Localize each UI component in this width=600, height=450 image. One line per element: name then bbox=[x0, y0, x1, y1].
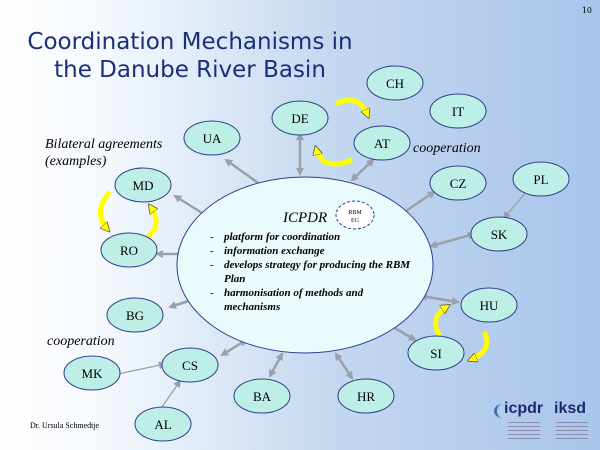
organisation-logos: icpdr iksd bbox=[494, 400, 594, 444]
icpdr-function-item: platform for coordination bbox=[210, 230, 415, 244]
arrow-hu-icpdr bbox=[419, 293, 460, 305]
author-credit: Dr. Ursula Schmedtje bbox=[30, 421, 100, 430]
node-pl bbox=[512, 161, 570, 197]
iksd-logo-subtext-icon bbox=[556, 422, 588, 440]
cycle-arrow-si-hu bbox=[433, 303, 449, 338]
cycle-arrow-md-ro bbox=[98, 190, 112, 230]
rbm-badge-line-2: EG bbox=[351, 218, 360, 224]
node-sk bbox=[470, 216, 528, 252]
node-ch bbox=[366, 65, 424, 101]
node-it bbox=[429, 93, 487, 129]
node-label-ua: UA bbox=[203, 131, 222, 146]
node-label-hr: HR bbox=[357, 389, 375, 404]
node-label-si: SI bbox=[430, 346, 442, 361]
arrow-hr-icpdr bbox=[334, 352, 354, 380]
node-ro bbox=[100, 232, 158, 268]
node-label-hu: HU bbox=[480, 298, 499, 313]
icpdr-function-item: develops strategy for producing the RBM … bbox=[210, 258, 415, 286]
node-label-ro: RO bbox=[120, 243, 138, 258]
bilateral-agreements-note: Bilateral agreements (examples) bbox=[45, 136, 162, 170]
arrow-al-cs bbox=[159, 379, 182, 411]
node-md bbox=[114, 167, 172, 203]
node-cs bbox=[161, 347, 219, 383]
node-label-ch: CH bbox=[386, 76, 404, 91]
cycle-arrow-ro-md bbox=[144, 206, 159, 241]
node-label-bg: BG bbox=[126, 308, 144, 323]
node-hu bbox=[460, 287, 518, 323]
node-label-sk: SK bbox=[491, 227, 508, 242]
cycle-arrows bbox=[98, 97, 490, 360]
arrow-at-icpdr bbox=[350, 158, 375, 182]
icpdr-function-item: harmonisation of methods and mechanisms bbox=[210, 286, 415, 314]
node-hr bbox=[337, 378, 395, 414]
node-cz bbox=[429, 165, 487, 201]
cycle-arrow-hu-si bbox=[470, 330, 490, 360]
icpdr-function-item: information exchange bbox=[210, 244, 415, 258]
slide-title-line-2: the Danube River Basin bbox=[54, 57, 326, 83]
cooperation-note-right: cooperation bbox=[413, 141, 481, 156]
node-label-it: IT bbox=[452, 104, 464, 119]
rbm-badge-line-1: RBM bbox=[348, 210, 362, 216]
icpdr-logo-subtext-icon bbox=[508, 422, 540, 440]
icpdr-swoosh-icon bbox=[494, 404, 511, 418]
node-label-at: AT bbox=[374, 136, 390, 151]
bilateral-note-line-1: Bilateral agreements bbox=[45, 137, 163, 152]
arrow-ba-icpdr bbox=[268, 352, 284, 378]
node-label-pl: PL bbox=[533, 172, 548, 187]
node-ua bbox=[183, 120, 241, 156]
arrow-mk-cs bbox=[117, 361, 167, 375]
icpdr-logo: icpdr bbox=[504, 400, 544, 417]
cycle-arrow-ch-at bbox=[334, 97, 368, 116]
slide-title-line-1: Coordination Mechanisms in bbox=[27, 29, 353, 55]
node-si bbox=[407, 335, 465, 371]
node-al bbox=[134, 406, 192, 442]
iksd-logo: iksd bbox=[554, 400, 587, 417]
node-label-mk: MK bbox=[82, 366, 104, 381]
node-ba bbox=[233, 378, 291, 414]
arrow-pl-sk bbox=[502, 189, 529, 220]
rbm-eg-badge bbox=[335, 200, 375, 230]
node-label-md: MD bbox=[133, 178, 154, 193]
slide-title: Coordination Mechanisms in the Danube Ri… bbox=[10, 28, 370, 84]
cooperation-note-left: cooperation bbox=[47, 334, 115, 349]
country-labels: CH IT DE AT UA MD CZ PL SK RO HU BG SI C… bbox=[82, 76, 549, 432]
bilateral-note-line-2: (examples) bbox=[45, 154, 107, 169]
node-at bbox=[353, 125, 411, 161]
icpdr-title: ICPDR bbox=[282, 210, 327, 226]
page-number: 10 bbox=[581, 6, 592, 15]
arrow-sk-icpdr bbox=[429, 231, 476, 249]
node-mk bbox=[63, 355, 121, 391]
country-nodes bbox=[63, 65, 570, 442]
node-de bbox=[271, 100, 329, 136]
node-label-al: AL bbox=[154, 417, 171, 432]
node-label-cs: CS bbox=[182, 358, 198, 373]
node-label-de: DE bbox=[291, 111, 308, 126]
node-bg bbox=[106, 297, 164, 333]
icpdr-functions-list: platform for coordination information ex… bbox=[210, 230, 415, 314]
node-label-cz: CZ bbox=[450, 176, 467, 191]
cycle-arrow-at-de bbox=[316, 148, 353, 167]
node-label-ba: BA bbox=[253, 389, 272, 404]
arrow-cs-icpdr bbox=[220, 338, 248, 357]
